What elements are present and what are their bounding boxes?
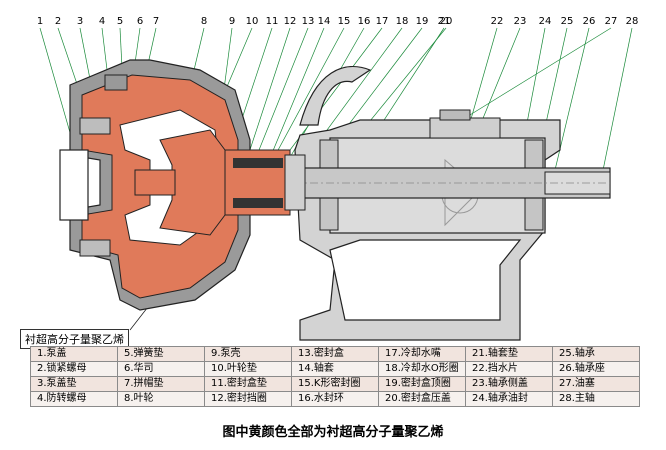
legend-cell: 13.密封盒 (291, 346, 379, 362)
leader-line (264, 27, 325, 171)
leader-line (289, 27, 383, 151)
impeller (134, 129, 226, 236)
callout-number: 13 (302, 16, 315, 27)
callout-number: 27 (605, 16, 618, 27)
callout-number: 5 (117, 16, 123, 27)
callout-number: 10 (246, 16, 259, 27)
callout-number: 17 (376, 16, 389, 27)
legend-cell: 7.拼帽垫 (117, 376, 205, 392)
legend-cell: 24.轴承油封 (465, 391, 553, 407)
legend-cell: 4.防转螺母 (30, 391, 118, 407)
legend-cell: 8.叶轮 (117, 391, 205, 407)
leader-line (599, 27, 633, 186)
callout-number: 11 (266, 16, 279, 27)
callout-number: 3 (77, 16, 83, 27)
callout-number: 6 (137, 16, 143, 27)
legend-cell: 1.泵盖 (30, 346, 118, 362)
legend-cell: 10.叶轮垫 (204, 361, 292, 377)
callout-number: 2 (55, 16, 61, 27)
callout-number: 23 (514, 16, 527, 27)
legend-cell: 2.锁紧螺母 (30, 361, 118, 377)
callout-number: 25 (561, 16, 574, 27)
legend-cell: 17.冷却水嘴 (378, 346, 466, 362)
legend-cell: 25.轴承 (552, 346, 640, 362)
legend-cell: 28.主轴 (552, 391, 640, 407)
leader-line (244, 27, 291, 166)
legend-cell: 16.水封环 (291, 391, 379, 407)
leader-line (554, 27, 590, 171)
callout-number: 9 (229, 16, 235, 27)
callout-number: 8 (201, 16, 207, 27)
leader-line (269, 27, 345, 166)
leader-line (254, 27, 309, 161)
figure-caption: 图中黄颜色全部为衬超高分子量聚乙烯 (222, 425, 444, 440)
callout-number: 1 (37, 16, 43, 27)
callout-number: 28 (626, 16, 639, 27)
legend-cell: 21.轴套垫 (465, 346, 553, 362)
callout-number: 24 (539, 16, 552, 27)
legend-cell: 18.冷却水O形圈 (378, 361, 466, 377)
callout-number: 16 (358, 16, 371, 27)
callout-number: 4 (99, 16, 105, 27)
legend-cell: 19.密封盒顶圈 (378, 376, 466, 392)
callout-number: 18 (396, 16, 409, 27)
leader-line (464, 27, 612, 119)
callout-number: 26 (583, 16, 596, 27)
legend-cell: 3.泵盖垫 (30, 376, 118, 392)
callout-number: 7 (153, 16, 159, 27)
callout-number: 22 (491, 16, 504, 27)
legend-cell: 6.华司 (117, 361, 205, 377)
callout-number: 21 (438, 16, 451, 27)
legend-cell: 11.密封盒垫 (204, 376, 292, 392)
legend-cell: 9.泵壳 (204, 346, 292, 362)
legend-cell: 27.油塞 (552, 376, 640, 392)
legend-cell: 23.轴承侧盖 (465, 376, 553, 392)
seal-box (224, 149, 306, 216)
legend-cell: 15.K形密封圈 (291, 376, 379, 392)
legend-cell: 14.轴套 (291, 361, 379, 377)
callout-number: 19 (416, 16, 429, 27)
legend-cell: 12.密封挡圈 (204, 391, 292, 407)
legend-cell: 5.弹簧垫 (117, 346, 205, 362)
legend-cell: 26.轴承座 (552, 361, 640, 377)
callout-number: 14 (318, 16, 331, 27)
callout-number: 12 (284, 16, 297, 27)
legend-cell: 20.密封盒压盖 (378, 391, 466, 407)
callout-number: 15 (338, 16, 351, 27)
leader-line (39, 27, 76, 151)
legend-cell: 22.挡水片 (465, 361, 553, 377)
callout-number: 20 (440, 16, 453, 27)
